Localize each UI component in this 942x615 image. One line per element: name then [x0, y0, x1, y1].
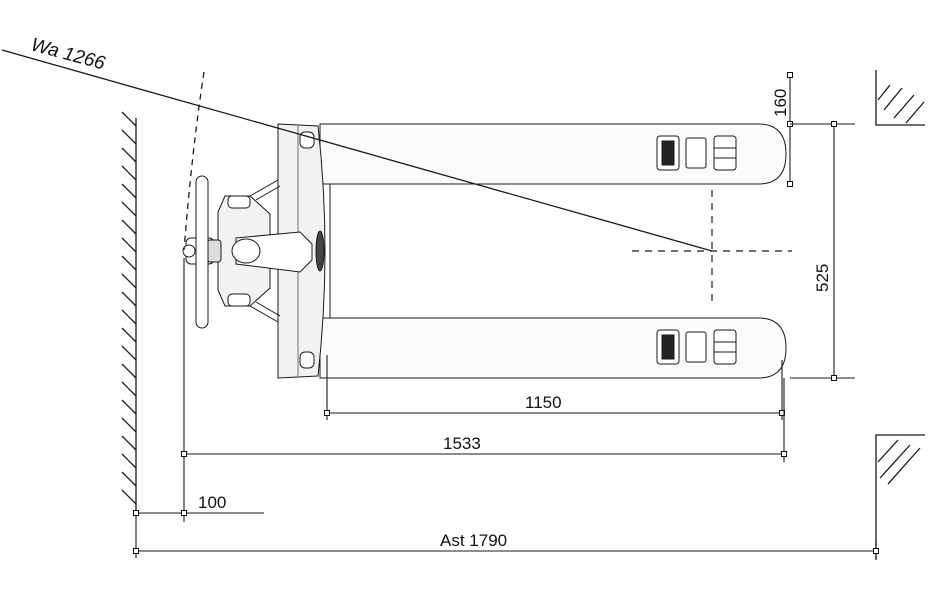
pallet-bottom-corner — [875, 434, 925, 560]
overall-length-label: 1533 — [443, 434, 481, 453]
clearance-label: 100 — [198, 493, 226, 512]
fork-length-label: 1150 — [525, 393, 562, 412]
turning-radius — [1, 49, 792, 305]
tiller-handle — [182, 175, 222, 329]
left-wall — [121, 111, 137, 515]
dimension-lines — [133, 72, 879, 560]
fork-rollers — [656, 135, 737, 365]
aisle-width-label: Ast 1790 — [440, 531, 507, 550]
fork-tip-label: 160 — [771, 89, 790, 117]
pallet-truck — [182, 123, 787, 379]
pallet-top-corner — [875, 70, 925, 126]
fork-spread-label: 525 — [813, 264, 832, 292]
